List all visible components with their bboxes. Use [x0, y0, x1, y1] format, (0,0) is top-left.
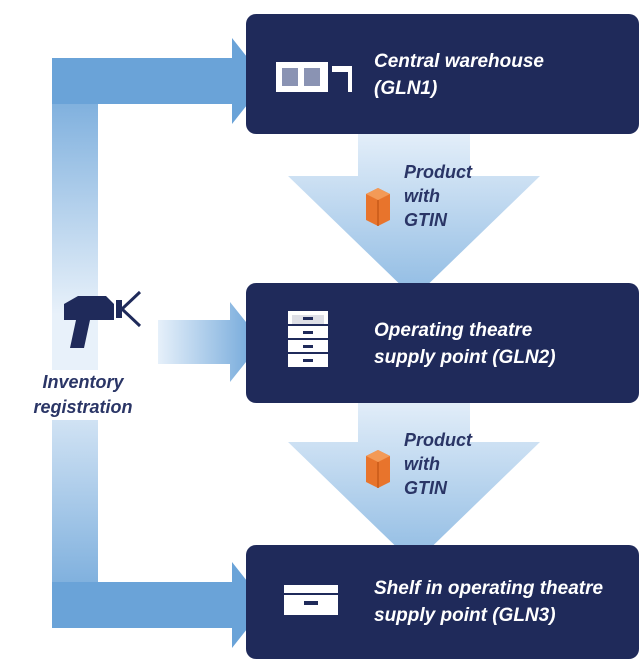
scanner-label-line1: Inventory [42, 372, 124, 392]
product-box-icon [366, 188, 390, 226]
node-label-line1: Shelf in operating theatre [374, 578, 604, 599]
transfer-label-line2: with [404, 454, 440, 474]
transfer-label-line1: Product [404, 430, 473, 450]
product-box-icon [366, 450, 390, 488]
flow-arrow-to-warehouse [52, 38, 266, 124]
node-label-line1: Operating theatre [374, 320, 533, 341]
cabinet-icon [288, 311, 328, 367]
transfer-label-line1: Product [404, 162, 473, 182]
shelf-icon [284, 585, 338, 615]
warehouse-icon [276, 62, 352, 92]
node-label-line2: supply point (GLN2) [374, 347, 556, 368]
transfer-label-line3: GTIN [404, 210, 447, 230]
transfer-arrow-1 [288, 134, 540, 298]
transfer-label-line3: GTIN [404, 478, 447, 498]
transfer-label-line2: with [404, 186, 440, 206]
transfer-label-1: Product with GTIN [404, 160, 472, 232]
node-label-line2: supply point (GLN3) [374, 605, 556, 626]
node-label-line2: (GLN1) [374, 78, 438, 99]
scanner-label: Inventory registration [18, 370, 148, 420]
flow-arrow-to-shelf [52, 562, 266, 648]
transfer-label-2: Product with GTIN [404, 428, 472, 500]
node-shelf-in-operating-theatre: Shelf in operating theatre supply point … [246, 545, 639, 659]
barcode-scanner-icon [64, 290, 142, 348]
node-operating-theatre-supply-point: Operating theatre supply point (GLN2) [246, 283, 639, 403]
flow-arrow-to-supply-point [158, 302, 262, 382]
transfer-arrow-2 [288, 400, 540, 564]
node-central-warehouse: Central warehouse (GLN1) [246, 14, 639, 134]
scanner-label-line2: registration [33, 397, 133, 417]
node-label-line1: Central warehouse [374, 51, 544, 72]
